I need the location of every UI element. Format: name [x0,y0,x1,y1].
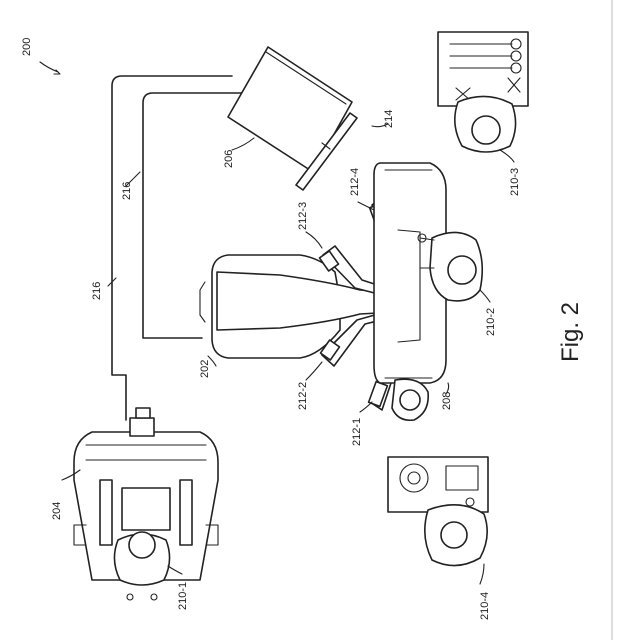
label-216-inner: 216 [121,182,133,200]
label-202: 202 [199,360,211,378]
label-210-3: 210-3 [509,168,521,196]
person-210-1 [114,532,169,600]
figure-caption: Fig. 2 [557,302,584,362]
label-214: 214 [383,110,395,128]
person-210-4 [425,505,487,566]
label-212-1: 212-1 [351,418,363,446]
label-210-4: 210-4 [479,592,491,620]
person-210-3 [455,96,516,152]
instrument-tray [438,32,528,106]
label-200: 200 [21,38,33,56]
label-206: 206 [223,150,235,168]
label-212-2: 212-2 [297,382,309,410]
label-210-2: 210-2 [485,308,497,336]
label-216-outer: 216 [91,282,103,300]
auxiliary-equipment [388,457,488,512]
label-212-3: 212-3 [297,202,309,230]
label-208: 208 [441,392,453,410]
label-210-1: 210-1 [177,582,189,610]
label-204: 204 [51,502,63,520]
label-212-4: 212-4 [349,168,361,196]
person-at-table-end [392,379,428,420]
cable-216-outer [112,76,232,420]
display-monitor [228,47,352,172]
